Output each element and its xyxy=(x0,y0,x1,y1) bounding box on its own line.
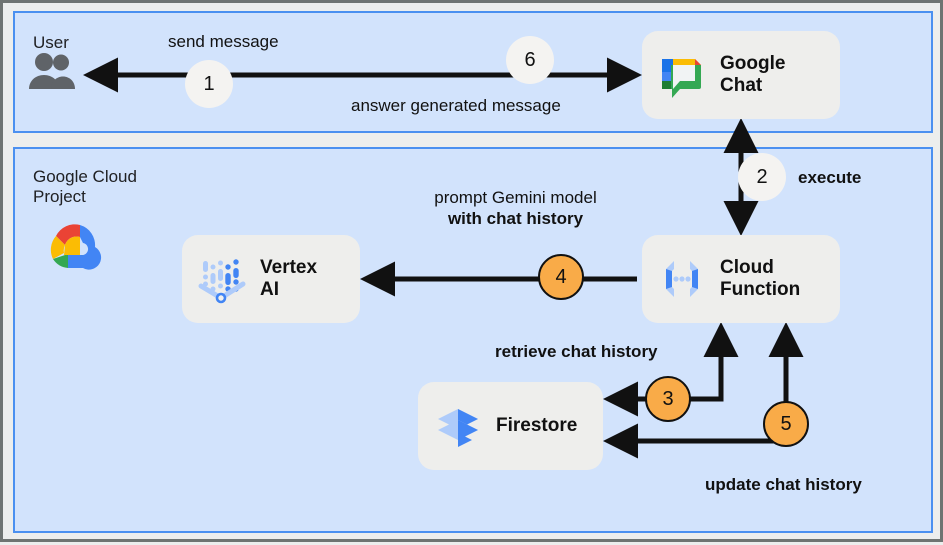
users-icon xyxy=(29,53,75,89)
firestore-icon xyxy=(432,400,484,452)
cloud-function-icon xyxy=(656,253,708,305)
step-badge-1[interactable]: 1 xyxy=(185,60,233,108)
panel-cloud-title: Google Cloud Project xyxy=(33,167,137,207)
label-execute: execute xyxy=(798,168,862,187)
step-badge-4[interactable]: 4 xyxy=(538,254,584,300)
node-cloud-function[interactable]: Cloud Function xyxy=(642,235,840,323)
panel-user-title: User xyxy=(33,33,69,52)
step-badge-5[interactable]: 5 xyxy=(763,401,809,447)
node-firestore[interactable]: Firestore xyxy=(418,382,603,470)
node-cloud-function-label: Cloud Function xyxy=(720,257,801,300)
node-firestore-label: Firestore xyxy=(496,415,578,437)
label-answer-generated-message: answer generated message xyxy=(351,96,561,115)
node-vertex-ai-label: Vertex AI xyxy=(260,257,318,300)
label-send-message: send message xyxy=(168,32,279,51)
label-retrieve-chat-history: retrieve chat history xyxy=(495,342,658,361)
vertex-ai-icon xyxy=(196,253,248,305)
google-chat-icon xyxy=(656,49,708,101)
label-update-chat-history: update chat history xyxy=(705,475,862,494)
google-cloud-icon xyxy=(50,224,102,270)
step-badge-3[interactable]: 3 xyxy=(645,376,691,422)
node-google-chat[interactable]: Google Chat xyxy=(642,31,840,119)
node-google-chat-label: Google Chat xyxy=(720,53,786,96)
step-badge-6[interactable]: 6 xyxy=(506,36,554,84)
node-vertex-ai[interactable]: Vertex AI xyxy=(182,235,360,323)
step-badge-2[interactable]: 2 xyxy=(738,153,786,201)
